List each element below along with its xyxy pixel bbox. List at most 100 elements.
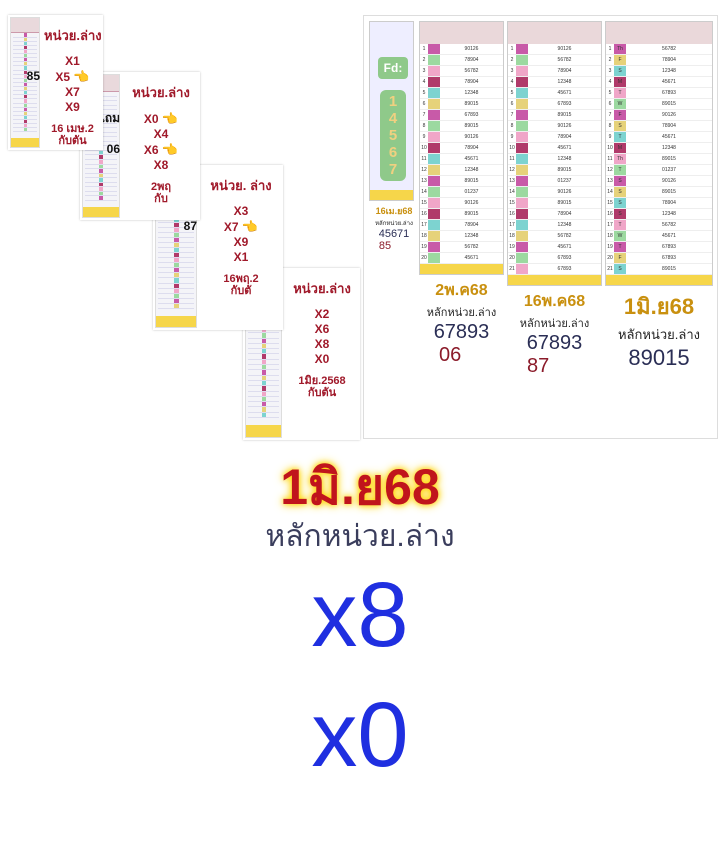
value-cell: 01237 [662, 167, 676, 173]
value-cell: 90126 [662, 112, 676, 118]
value-cell: 78904 [662, 200, 676, 206]
day-cell: W [614, 99, 626, 109]
value-cell: 89015 [557, 167, 572, 173]
digit-label: X9 [65, 100, 80, 114]
value-cell: 56782 [557, 57, 572, 63]
table-sub: หลักหน่วย.ล่าง [519, 318, 590, 330]
digit: 1 [388, 93, 398, 110]
value-cell: 12348 [557, 156, 572, 162]
day-cell: Th [614, 154, 626, 164]
value-cell: 78904 [464, 222, 479, 228]
pick-number: 85 [26, 69, 40, 83]
digit-label: X8 [153, 158, 169, 172]
value-cell: 89015 [557, 112, 572, 118]
value-cell: 78904 [557, 68, 572, 74]
value-cell: 78904 [464, 79, 479, 85]
result-pick-2: x0 [311, 684, 409, 786]
digit-label: X9 [233, 235, 249, 249]
pointing-hand-icon: 👈 [161, 142, 179, 157]
day-cell: S [614, 66, 626, 76]
value-cell: 67893 [557, 255, 572, 261]
value-cell: 56782 [662, 222, 676, 228]
value-cell: 90126 [557, 123, 572, 129]
first-date: 16เม.ย68 [375, 206, 413, 216]
day-cell: S [614, 209, 626, 219]
value-cell: 67893 [464, 112, 479, 118]
digit: 7 [388, 161, 398, 178]
digit-option: X2 [286, 307, 358, 322]
fd-badge: Fd: [378, 57, 408, 79]
table-number: 67893 [433, 321, 490, 343]
value-cell: 89015 [662, 156, 676, 162]
card-date: 16พฤ.2 [223, 273, 259, 285]
day-cell: S [614, 176, 626, 186]
digit-option: X1 [44, 54, 101, 69]
value-cell: 45671 [662, 233, 676, 239]
value-cell: 12348 [557, 222, 572, 228]
value-cell: 45671 [557, 90, 572, 96]
value-cell: 78904 [464, 57, 479, 63]
first-number: 45671 [378, 228, 410, 240]
value-cell: 12348 [464, 90, 479, 96]
day-cell: M [614, 143, 626, 153]
digit-option: X0 [286, 352, 358, 367]
digit-option: X9 [201, 235, 281, 250]
value-cell: 89015 [464, 211, 479, 217]
digit: 5 [388, 127, 398, 144]
pointing-hand-icon: 👈 [161, 111, 179, 126]
table-date: 16พ.ค68 [523, 293, 586, 310]
card-date-sub: กับตั [230, 285, 252, 297]
value-cell: 56782 [464, 68, 479, 74]
pointing-hand-icon: 👈 [73, 69, 90, 84]
table-number: 67893 [526, 332, 583, 354]
value-cell: 89015 [464, 123, 479, 129]
value-cell: 12348 [662, 211, 676, 217]
digit-label: X7 [65, 85, 80, 99]
card-date-sub: กับตัน [58, 135, 87, 147]
table-date: 2พ.ค68 [435, 282, 488, 299]
card-date-sub: กับตัน [307, 387, 337, 399]
day-cell: Th [614, 44, 626, 54]
table-label: 1มิ.ย68 หลักหน่วย.ล่าง 89015 [605, 289, 713, 371]
value-cell: 90126 [464, 46, 479, 52]
digit-option: X8 [124, 158, 198, 173]
day-cell: T [614, 132, 626, 142]
value-cell: 56782 [464, 244, 479, 250]
value-cell: 12348 [557, 79, 572, 85]
day-cell: T [614, 242, 626, 252]
value-cell: 45671 [662, 79, 676, 85]
first-sub: หลักหน่วย.ล่าง [375, 221, 413, 227]
value-cell: 89015 [557, 200, 572, 206]
card-title: หน่วย.ล่าง [132, 85, 190, 100]
